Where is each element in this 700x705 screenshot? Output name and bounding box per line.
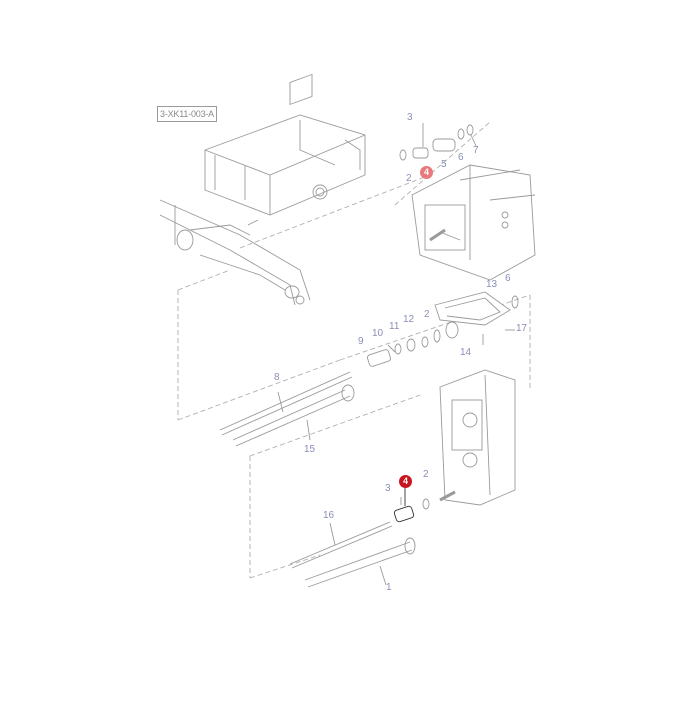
rods-upper [219,371,355,447]
callout-3: 3 [407,112,413,123]
callout-14: 14 [460,347,472,358]
callout-16: 16 [323,510,335,521]
callout-17: 17 [516,323,528,334]
callout-5: 5 [441,159,447,170]
axle-support-frame [204,73,366,216]
callout-13: 13 [486,279,498,290]
diagram-reference-code: 3-XK11-003-A [157,106,217,122]
callout-6b: 6 [505,273,511,284]
callout-10: 10 [372,328,384,339]
callout-9: 9 [358,336,364,347]
callout-2b: 2 [424,309,430,320]
callout-12: 12 [403,314,415,325]
rods-lower [289,521,416,588]
callout-4-highlight[interactable]: 4 [420,166,433,179]
callout-7: 7 [473,145,479,156]
middle-parts-row [367,291,519,367]
callout-2c: 2 [423,469,429,480]
callout-6: 6 [458,152,464,163]
rear-gearbox-housing [439,369,516,506]
callout-11: 11 [389,321,400,332]
callout-4-selected[interactable]: 4 [399,475,412,488]
callout-2: 2 [406,173,412,184]
top-parts-row [399,123,477,161]
callout-8: 8 [274,372,280,383]
callout-15: 15 [304,444,316,455]
axle-beam [159,199,311,306]
front-gearbox-housing [411,164,536,281]
callout-1: 1 [386,582,392,593]
bottom-parts [393,488,430,523]
callout-3b: 3 [385,483,391,494]
